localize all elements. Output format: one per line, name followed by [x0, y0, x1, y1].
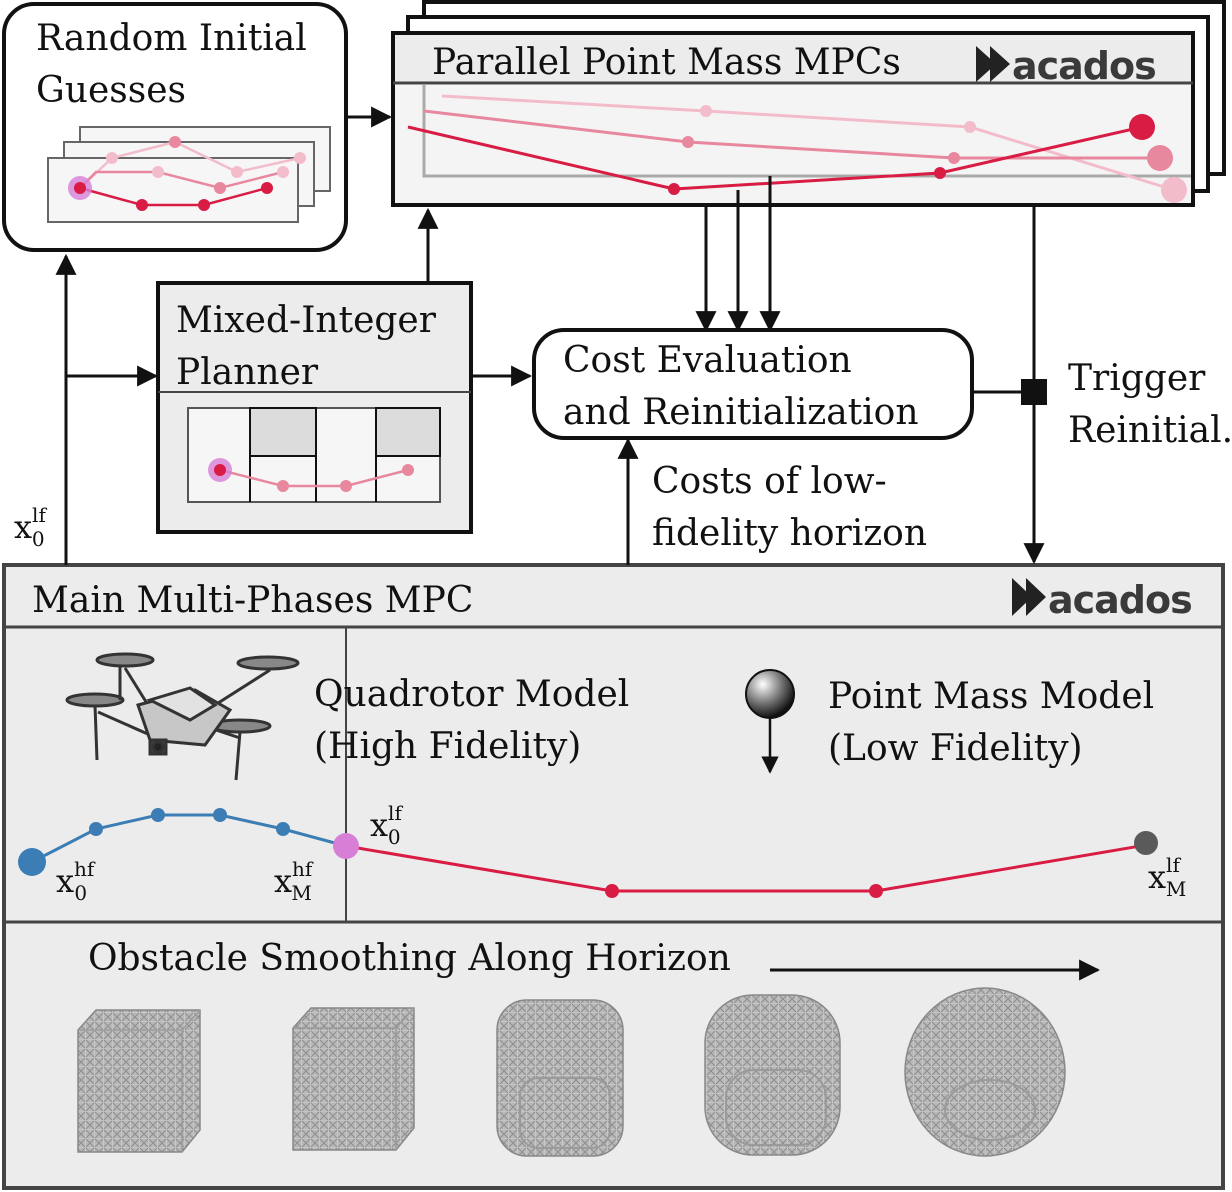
lf-end-node: [1134, 831, 1158, 855]
planner-box: Mixed-Integer Planner: [156, 281, 473, 534]
costs-note-line1: Costs of low-: [652, 461, 887, 502]
cost-eval-line1: Cost Evaluation: [563, 340, 852, 381]
random-guesses-box: Random Initial Guesses: [2, 2, 348, 252]
obstacle-cube-icon: [292, 1007, 415, 1151]
hf-node: [89, 822, 103, 836]
obstacle-sphere-icon: [904, 987, 1066, 1157]
high-fidelity-trajectory: [18, 808, 347, 876]
hf-node: [151, 808, 165, 822]
random-guesses-line1: Random Initial: [36, 18, 307, 59]
trigger-line1: Trigger: [1068, 358, 1206, 399]
acados-brand-main: acados: [1048, 578, 1192, 622]
parallel-mpcs-stack: Parallel Point Mass MPCs acados: [391, 0, 1226, 207]
quad-model-line1: Quadrotor Model: [314, 674, 629, 715]
costs-note-line2: fidelity horizon: [652, 513, 927, 554]
planner-line1: Mixed-Integer: [176, 300, 437, 341]
acados-brand-parallel: acados: [1012, 44, 1156, 88]
lf-node: [869, 884, 883, 898]
switch-node: [333, 833, 359, 859]
hf-start-node: [18, 848, 46, 876]
low-fidelity-trajectory: [333, 831, 1158, 898]
trigger-line2: Reinitial.: [1068, 410, 1232, 451]
main-mpc-title: Main Multi-Phases MPC: [32, 580, 473, 621]
parallel-mpcs-title: Parallel Point Mass MPCs: [432, 42, 901, 83]
lf-node: [605, 884, 619, 898]
pm-model-line2: (Low Fidelity): [828, 728, 1083, 769]
obstacle-cube-icon: [77, 1009, 201, 1153]
quadrotor-drone-icon: [65, 652, 300, 781]
point-mass-ball-icon: [745, 669, 795, 774]
acados-logo: acados: [976, 44, 1157, 88]
hf-node: [213, 808, 227, 822]
connectors: [55, 106, 1045, 565]
quad-model-line2: (High Fidelity): [314, 726, 581, 767]
acados-logo: acados: [1012, 578, 1193, 622]
planner-line2: Planner: [176, 352, 319, 393]
hf-node: [276, 822, 290, 836]
random-guesses-line2: Guesses: [36, 70, 186, 111]
smoothing-title: Obstacle Smoothing Along Horizon: [88, 938, 731, 979]
pm-model-line1: Point Mass Model: [828, 676, 1154, 717]
cost-eval-box: Cost Evaluation and Reinitialization: [532, 328, 974, 440]
trigger-switch: [1021, 379, 1047, 405]
cost-eval-line2: and Reinitialization: [563, 392, 919, 433]
obstacle-rounded-cube-icon: [496, 999, 624, 1157]
obstacle-rounded-cube-icon: [704, 994, 841, 1156]
